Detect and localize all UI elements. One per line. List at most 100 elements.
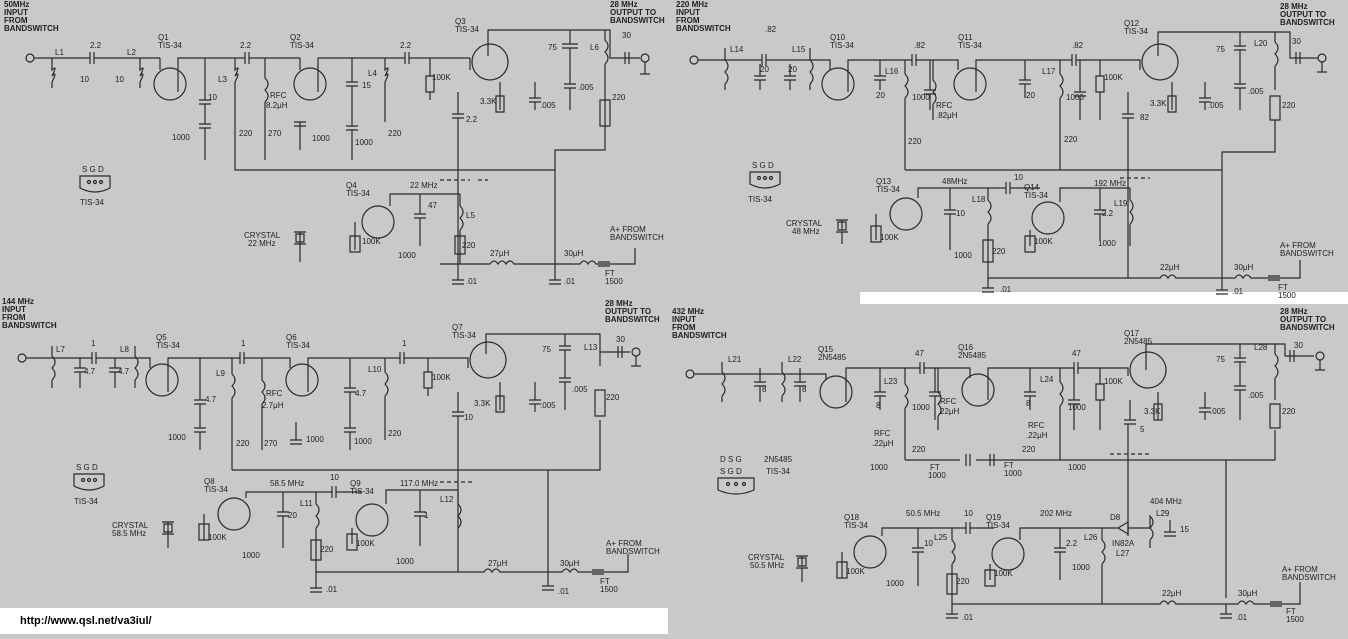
q4-transistor-icon <box>361 205 395 239</box>
c-label: 5 <box>1140 425 1145 434</box>
c-label: .005 <box>540 401 556 410</box>
q4-label: Q4 <box>346 181 357 190</box>
c-label: .82 <box>914 41 926 50</box>
r-label: 100K <box>362 237 381 246</box>
l21-label: L21 <box>728 355 742 364</box>
crystal-freq: 58.5 MHz <box>112 529 146 538</box>
l17-label: L17 <box>1042 67 1056 76</box>
pinout-type: TIS-34 <box>748 195 773 204</box>
q12-transistor-icon <box>1141 43 1179 81</box>
wiring-432mhz <box>685 343 1325 619</box>
bandswitch-word: BANDSWITCH <box>1280 323 1335 332</box>
input-label-432mhz: 432 MHz INPUT FROM BANDSWITCH <box>672 307 727 340</box>
c-label: 1 <box>402 339 407 348</box>
supply-label: BANDSWITCH <box>1280 249 1334 258</box>
source-url: http://www.qsl.net/va3iul/ <box>20 615 152 627</box>
output-freq: 28 MHz <box>605 299 633 308</box>
input-freq: 432 MHz <box>672 307 704 316</box>
output-word: OUTPUT TO <box>1280 10 1326 19</box>
pinout-type: TIS-34 <box>74 497 99 506</box>
choke-label: 30μH <box>1234 263 1254 272</box>
crystal-label: CRYSTAL <box>244 231 281 240</box>
diode-label: D8 <box>1110 513 1121 522</box>
r-label: 3.3K <box>1144 407 1161 416</box>
l11-label: L11 <box>300 499 313 508</box>
c-label: .01 <box>564 277 576 286</box>
rfc-value: 2.7μH <box>262 401 284 410</box>
panel-432mhz-converter: 432 MHz INPUT FROM BANDSWITCH 28 MHz OUT… <box>672 307 1336 624</box>
r-label: 220 <box>1282 101 1296 110</box>
r-label: 220 <box>236 439 250 448</box>
c-label: 30 <box>1294 341 1303 350</box>
c-label: 10 <box>330 473 339 482</box>
q2-transistor-icon <box>293 67 327 101</box>
c-label: 1000 <box>1068 403 1086 412</box>
wiring-144mhz <box>17 333 641 593</box>
q17-label: Q17 <box>1124 329 1140 338</box>
ft-value: 1500 <box>1286 615 1304 624</box>
q2-type: TIS-34 <box>290 41 315 50</box>
c-label: 75 <box>548 43 557 52</box>
r-label: 220 <box>908 137 922 146</box>
c-label: 4.7 <box>205 395 217 404</box>
from-word: FROM <box>4 16 28 25</box>
c-label: 8 <box>802 385 807 394</box>
c-label: 1000 <box>172 133 190 142</box>
rfc-label: RFC <box>270 91 287 100</box>
r-label: 270 <box>264 439 278 448</box>
q13-type: TIS-34 <box>876 185 901 194</box>
q5-type: TIS-34 <box>156 341 181 350</box>
r-label: 220 <box>320 545 334 554</box>
bandswitch-word: BANDSWITCH <box>676 24 731 33</box>
blank-strip <box>860 292 1348 304</box>
osc-freq: 58.5 MHz <box>270 479 304 488</box>
l28-label: L28 <box>1254 343 1268 352</box>
ft-label: FT <box>1004 461 1014 470</box>
q18-type: TIS-34 <box>844 521 869 530</box>
c-label: 1000 <box>354 437 372 446</box>
q7-transistor-icon <box>469 341 507 379</box>
rfc-label: RFC <box>874 429 891 438</box>
from-word: FROM <box>672 323 696 332</box>
pinout-label: S G D <box>720 467 742 476</box>
c-label: 1 <box>424 511 429 520</box>
labels-220mhz: L14 L15 L16 L17 L18 L19 L20 Q10 TIS-34 Q… <box>730 19 1334 300</box>
l23-label: L23 <box>884 377 898 386</box>
r-label: 100K <box>880 233 899 242</box>
q3-transistor-icon <box>471 43 509 81</box>
c-label: .01 <box>1000 285 1012 294</box>
panel-50mhz-converter: 50MHz INPUT FROM BANDSWITCH 28 MHz OUTPU… <box>4 0 665 286</box>
input-freq: 50MHz <box>4 0 29 9</box>
q17-type: 2N5485 <box>1124 337 1153 346</box>
from-word: FROM <box>676 16 700 25</box>
l29-label: L29 <box>1156 509 1170 518</box>
rfc-value: .22μH <box>872 439 894 448</box>
q6-transistor-icon <box>285 363 319 397</box>
c-label: 2.2 <box>1066 539 1078 548</box>
c-label: 2.2 <box>240 41 252 50</box>
q14-transistor-icon <box>1031 201 1065 235</box>
c-label: 2.2 <box>90 41 102 50</box>
r-label: 3.3K <box>1150 99 1167 108</box>
l25-label: L25 <box>934 533 948 542</box>
c-label: 2.2 <box>400 41 412 50</box>
c-label: 20 <box>288 511 297 520</box>
crystal-label: CRYSTAL <box>748 553 785 562</box>
osc-freq: 48MHz <box>942 177 967 186</box>
q6-type: TIS-34 <box>286 341 311 350</box>
c-label: 2.2 <box>466 115 478 124</box>
r-label: 220 <box>462 241 476 250</box>
bandswitch-word: BANDSWITCH <box>672 331 727 340</box>
q10-label: Q10 <box>830 33 846 42</box>
rfc-label: RFC <box>936 101 953 110</box>
pinout-type: 2N5485 <box>764 455 793 464</box>
rfc-value: .82μH <box>936 111 958 120</box>
pinout-type: TIS-34 <box>80 198 105 207</box>
l9-label: L9 <box>216 369 225 378</box>
pinout-label: S G D <box>752 161 774 170</box>
q2-label: Q2 <box>290 33 301 42</box>
r-label: 220 <box>992 247 1006 256</box>
mult-freq: 202 MHz <box>1040 509 1072 518</box>
